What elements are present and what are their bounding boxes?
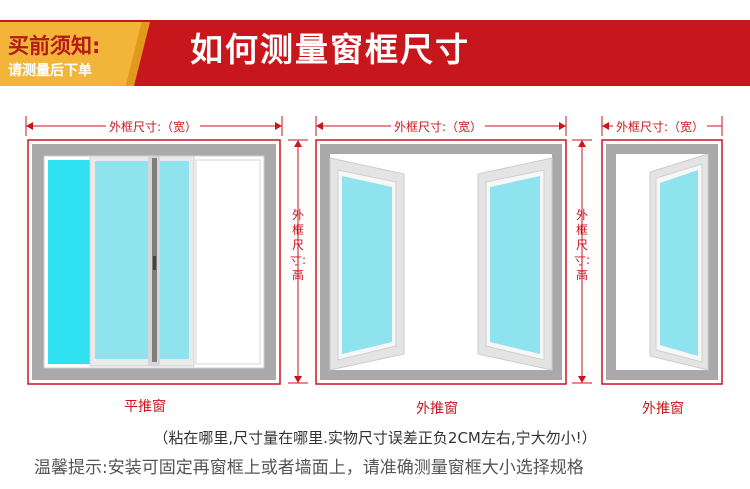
glass-pane	[95, 161, 189, 359]
glass-pane	[48, 160, 90, 364]
title-banner	[0, 20, 750, 86]
notice-badge-subtitle: 请测量后下单	[8, 63, 92, 79]
sliding-window-illustration	[27, 139, 281, 385]
notice-badge-title: 买前须知:	[8, 34, 101, 58]
height-dimension-1	[288, 139, 308, 384]
glass-pane	[660, 170, 698, 356]
notice-badge-stripe	[126, 22, 150, 86]
width-label-3: 外框尺寸:（宽）	[613, 118, 708, 135]
width-label-2: 外框尺寸:（宽）	[391, 118, 486, 135]
notice-badge	[0, 22, 142, 86]
installation-tip: 温馨提示:安装可固定再窗框上或者墙面上，请准确测量窗框大小选择规格	[34, 458, 584, 478]
window-name-1: 平推窗	[124, 399, 166, 415]
window-name-2: 外推窗	[416, 401, 458, 417]
height-label-2: 外框尺寸:高	[574, 208, 591, 282]
page-title: 如何测量窗框尺寸	[190, 30, 470, 69]
height-label-1: 外框尺寸:高	[290, 208, 307, 282]
height-dimension-2	[572, 139, 592, 384]
window-name-3: 外推窗	[642, 401, 684, 417]
width-label-1: 外框尺寸:（宽）	[106, 118, 201, 135]
single-casement-illustration	[601, 139, 723, 385]
glass-pane	[342, 176, 392, 354]
glass-pane	[490, 176, 540, 354]
measurement-note: （粘在哪里,尺寸量在哪里.实物尺寸误差正负2CM左右,宁大勿小!）	[153, 429, 597, 447]
double-casement-illustration	[315, 139, 567, 385]
